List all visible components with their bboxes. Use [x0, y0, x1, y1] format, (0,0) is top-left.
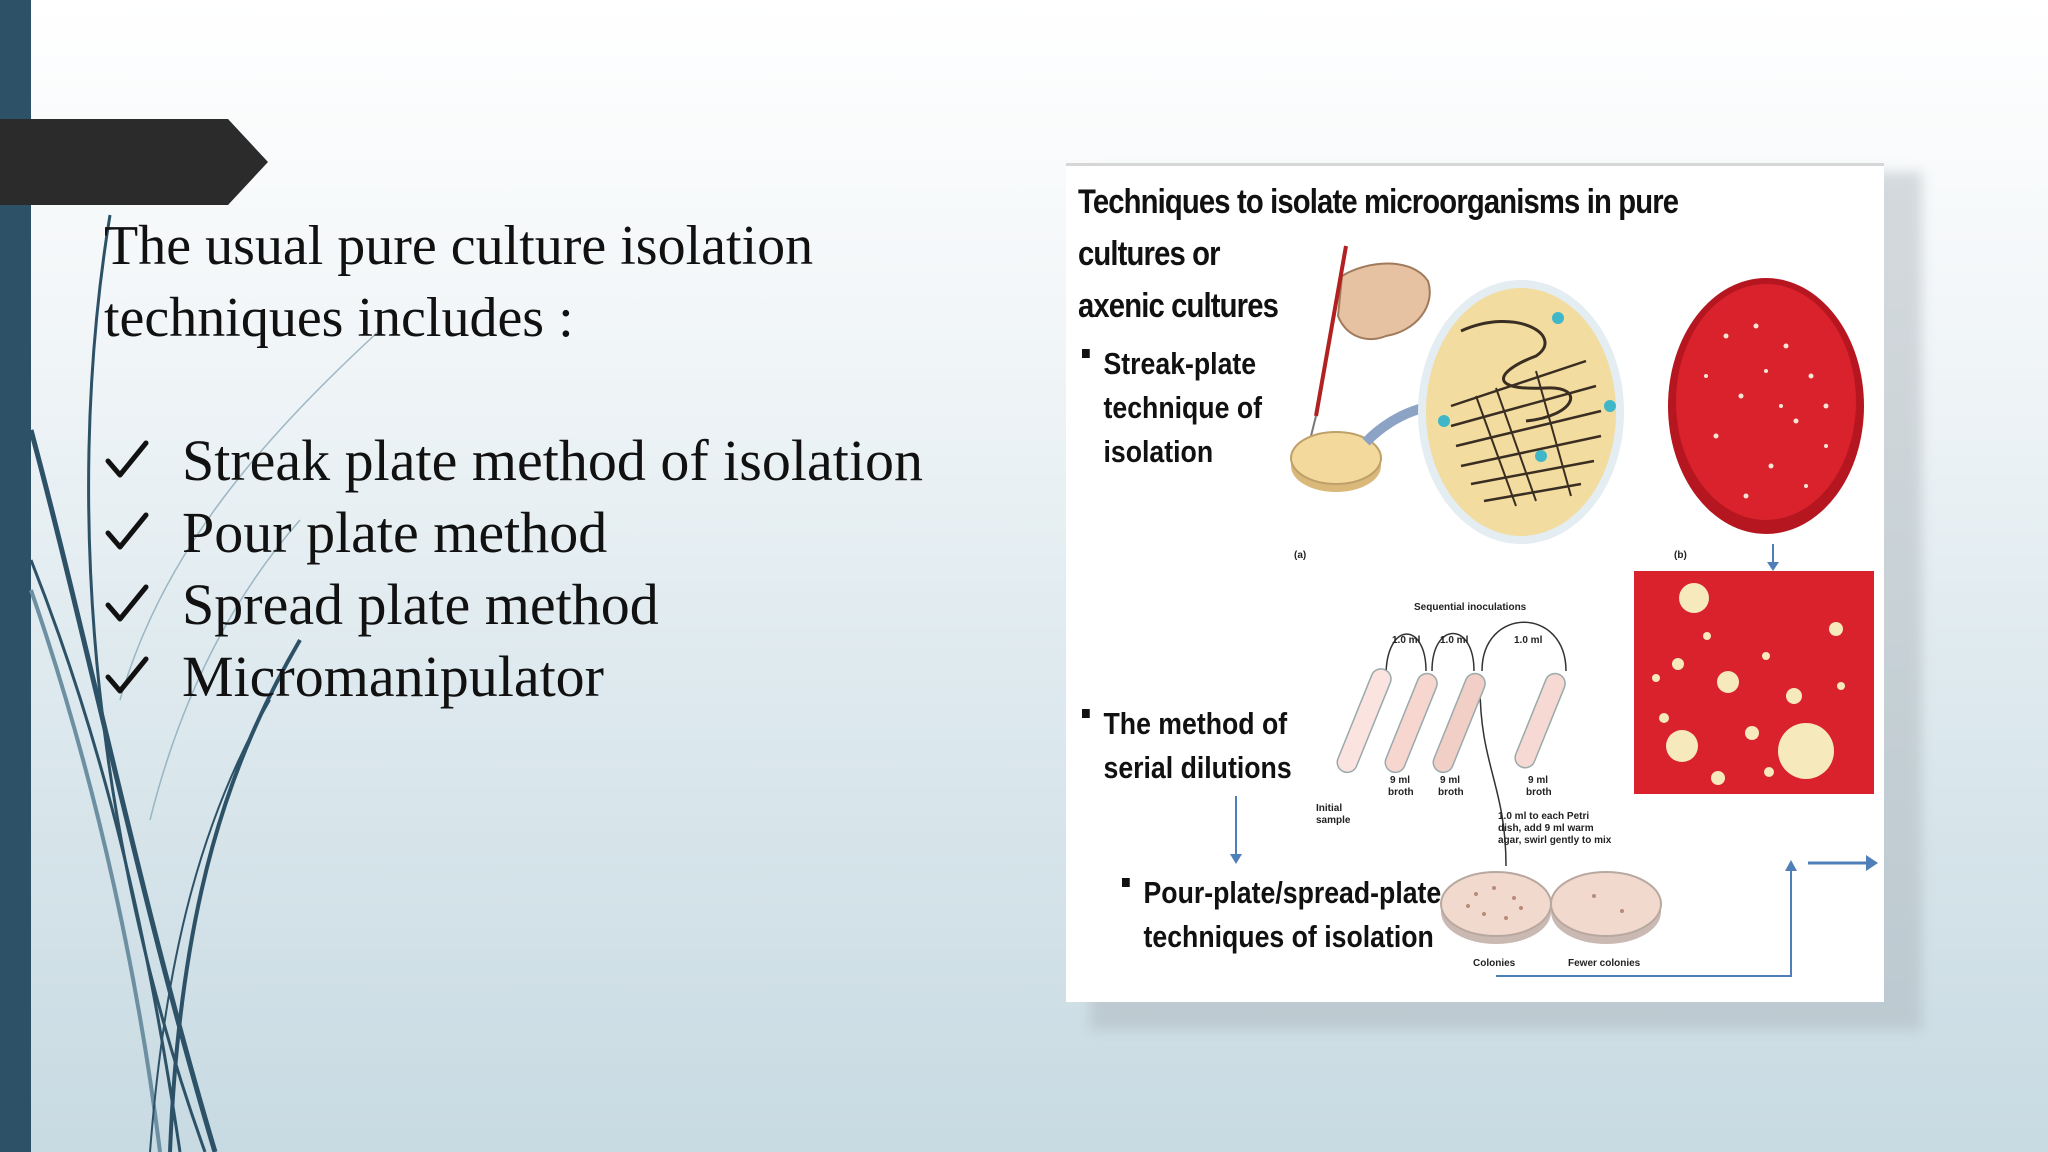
fewer-colonies-label: Fewer colonies	[1568, 958, 1641, 969]
broth-label: broth	[1388, 787, 1414, 798]
test-tube-icon	[1384, 672, 1438, 774]
colonies-label: Colonies	[1473, 958, 1516, 969]
figure-item-pour-spread-plate: Pour-plate/spread-plate techniques of is…	[1122, 871, 1441, 959]
list-item-label: Streak plate method of isolation	[182, 427, 923, 493]
decorative-swooshes	[28, 214, 381, 1152]
connector-arrow-icon	[1496, 855, 1878, 977]
figure-title-line-2: axenic cultures	[1078, 287, 1279, 325]
broth-label: broth	[1526, 787, 1552, 798]
heading-line-1: The usual pure culture isolation	[104, 215, 814, 277]
broth-label: 9 ml	[1440, 775, 1460, 786]
bullet-square-icon	[1082, 709, 1090, 719]
pour-plate-fewer-colonies	[1550, 871, 1662, 944]
volume-label: 1.0 ml	[1392, 635, 1421, 646]
checkmark-icon	[104, 437, 150, 483]
isolation-techniques-figure: Techniques to isolate microorganisms in …	[1066, 163, 1884, 1002]
blood-agar-plate	[1668, 278, 1864, 534]
test-tubes	[1336, 668, 1566, 774]
test-tube-icon	[1514, 672, 1566, 769]
list-item-label: Micromanipulator	[182, 643, 605, 709]
heading-line-2: techniques includes :	[104, 287, 574, 349]
list-item: Pour plate method	[104, 496, 923, 568]
checkmark-icon	[104, 653, 150, 699]
colonies-closeup-photo	[1634, 571, 1874, 794]
initial-sample-label: Initial	[1316, 803, 1342, 814]
petri-instruction-label: 1.0 ml to each Petri	[1498, 811, 1589, 822]
bullet-square-icon	[1122, 878, 1130, 888]
broth-label: broth	[1438, 787, 1464, 798]
figure-item-line: technique of	[1103, 390, 1262, 425]
title-arrow-tab	[0, 119, 268, 205]
streak-plate-magnified	[1418, 280, 1624, 544]
figure-item-line: Streak-plate	[1103, 346, 1257, 381]
test-tube-icon	[1336, 668, 1392, 774]
petri-dish-icon	[1290, 431, 1382, 492]
figure-title: Techniques to isolate microorganisms in …	[1078, 176, 1766, 332]
broth-label: 9 ml	[1390, 775, 1410, 786]
list-item-label: Pour plate method	[182, 499, 608, 565]
figure-item-serial-dilutions: The method of serial dilutions	[1082, 702, 1292, 790]
sequential-inoculations-label: Sequential inoculations	[1414, 602, 1527, 613]
panel-label-b: (b)	[1674, 550, 1687, 561]
bullet-square-icon	[1082, 349, 1090, 359]
pour-plate-colonies	[1440, 871, 1552, 944]
volume-label: 1.0 ml	[1514, 635, 1543, 646]
panel-label-a: (a)	[1294, 550, 1306, 561]
petri-instruction-label: agar, swirl gently to mix	[1498, 835, 1612, 846]
inoculation-arrows	[1385, 621, 1567, 867]
list-item-label: Spread plate method	[182, 571, 659, 637]
hand-with-loop-icon	[1305, 245, 1431, 457]
figure-title-line-1: Techniques to isolate microorganisms in …	[1078, 183, 1679, 273]
petri-instruction-label: dish, add 9 ml warm	[1498, 823, 1594, 834]
figure-item-line: techniques of isolation	[1143, 919, 1434, 954]
checkmark-icon	[104, 581, 150, 627]
volume-label: 1.0 ml	[1440, 635, 1469, 646]
technique-list: Streak plate method of isolation Pour pl…	[104, 424, 923, 712]
figure-item-line: isolation	[1103, 434, 1214, 469]
broth-label: 9 ml	[1528, 775, 1548, 786]
list-item: Streak plate method of isolation	[104, 424, 923, 496]
figure-illustrations: (a) (b) Sequential inoculations 1.0	[1230, 245, 1878, 977]
list-item: Micromanipulator	[104, 640, 923, 712]
test-tube-icon	[1432, 672, 1486, 774]
figure-item-line: Pour-plate/spread-plate	[1143, 875, 1442, 910]
figure-item-streak-plate: Streak-plate technique of isolation	[1082, 342, 1262, 474]
list-item: Spread plate method	[104, 568, 923, 640]
figure-item-line: serial dilutions	[1103, 750, 1292, 785]
down-arrow-icon	[1767, 544, 1779, 571]
down-arrow-icon	[1230, 796, 1242, 864]
checkmark-icon	[104, 509, 150, 555]
initial-sample-label: sample	[1316, 815, 1351, 826]
slide-heading: The usual pure culture isolation techniq…	[104, 210, 1004, 354]
figure-item-line: The method of	[1103, 706, 1288, 741]
